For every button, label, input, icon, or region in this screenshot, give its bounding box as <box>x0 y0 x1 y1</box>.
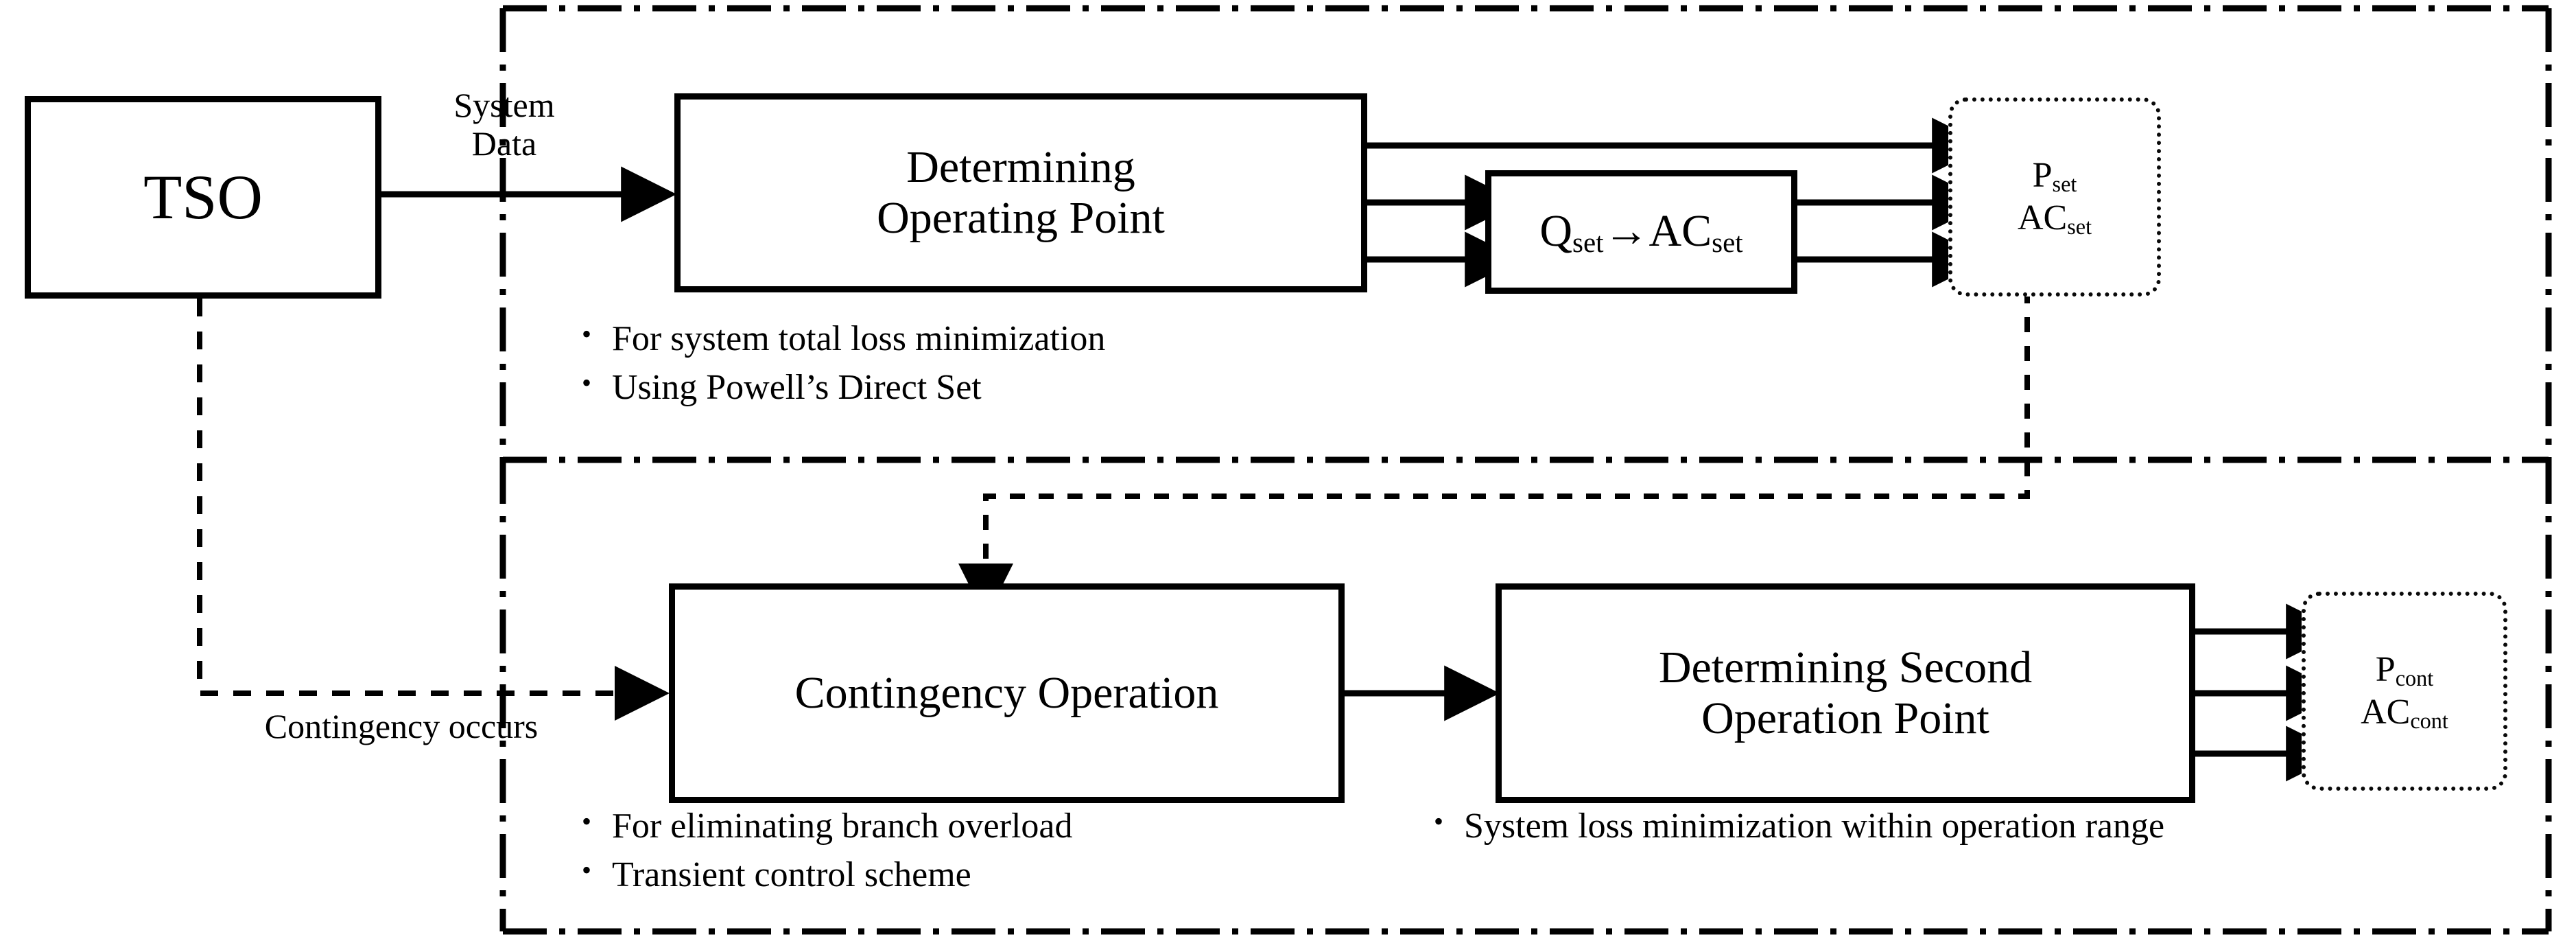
bullets-lower-left: • For eliminating branch overload • Tran… <box>582 804 1439 903</box>
bullets-lower-right: • System loss minimization within operat… <box>1434 804 2243 853</box>
dsop-line2: Operation Point <box>1701 693 1989 743</box>
arrows-qset-to-pset <box>1792 174 1988 288</box>
qset-arrow-glyph: → <box>1603 205 1649 256</box>
node-contingency-operation[interactable]: Contingency Operation <box>669 583 1345 803</box>
arrow-contingency-occurs <box>197 299 670 721</box>
node-determining-operating-point-label: Determining Operating Point <box>877 142 1165 244</box>
accont-sub: cont <box>2410 708 2448 734</box>
dop-line2: Operating Point <box>877 193 1165 243</box>
system-data-line2: Data <box>471 124 537 163</box>
acset-sub: set <box>1712 227 1743 258</box>
bullet-item: • Transient control scheme <box>582 853 1439 896</box>
bullet-text: Using Powell’s Direct Set <box>612 368 982 408</box>
pcont-main: P <box>2375 649 2396 689</box>
bullets-upper: • For system total loss minimization • U… <box>582 317 1474 415</box>
bullet-item: • For eliminating branch overload <box>582 804 1439 848</box>
bullet-item: • Using Powell’s Direct Set <box>582 366 1474 409</box>
edge-label-system-data: System Data <box>412 86 597 163</box>
node-tso[interactable]: TSO <box>25 96 381 299</box>
node-determining-operating-point[interactable]: Determining Operating Point <box>674 93 1367 292</box>
acset-prefix: AC <box>1649 205 1712 256</box>
qset-sub: set <box>1572 227 1604 258</box>
bullet-marker-icon: • <box>582 367 592 399</box>
edge-label-contingency-occurs: Contingency occurs <box>189 707 614 745</box>
node-tso-label: TSO <box>143 161 263 232</box>
bullet-marker-icon: • <box>582 806 592 837</box>
node-qset-to-acset[interactable]: Qset→ACset <box>1485 170 1797 294</box>
node-pset-acset[interactable]: Pset ACset <box>1948 97 2161 297</box>
pset-main: P <box>2032 155 2053 195</box>
upper-region-boundary <box>499 5 2552 463</box>
bullet-item: • For system total loss minimization <box>582 317 1474 360</box>
node-pcont-accont[interactable]: Pcont ACcont <box>2302 592 2507 791</box>
system-data-line1: System <box>453 86 555 124</box>
bullet-item: • System loss minimization within operat… <box>1434 804 2243 848</box>
arrows-operating-point-outputs <box>1365 117 1988 288</box>
node-qset-to-acset-label: Qset→ACset <box>1539 206 1742 259</box>
bullet-marker-icon: • <box>1434 806 1444 837</box>
dsop-line1: Determining Second <box>1658 642 2033 693</box>
node-determining-second-operation-point-label: Determining Second Operation Point <box>1659 642 2032 744</box>
dop-line1: Determining <box>906 142 1135 193</box>
pset-sub: set <box>2052 171 2077 196</box>
accont-main: AC <box>2361 693 2411 732</box>
bullet-text: For system total loss minimization <box>612 319 1106 358</box>
bullet-text: System loss minimization within operatio… <box>1464 806 2165 846</box>
bullet-marker-icon: • <box>582 318 592 349</box>
arrows-second-point-outputs <box>2195 603 2342 782</box>
pcont-sub: cont <box>2395 665 2434 690</box>
contingency-occurs-text: Contingency occurs <box>264 707 539 745</box>
qset-prefix: Q <box>1539 205 1573 256</box>
node-contingency-operation-label: Contingency Operation <box>794 668 1219 719</box>
node-pcont-accont-label: Pcont ACcont <box>2361 649 2448 734</box>
node-pset-acset-label: Pset ACset <box>2018 154 2092 240</box>
bullet-text: Transient control scheme <box>612 855 971 895</box>
bullet-text: For eliminating branch overload <box>612 806 1073 846</box>
bullet-marker-icon: • <box>582 855 592 886</box>
feedback-pset-to-contingency <box>958 288 2030 618</box>
node-determining-second-operation-point[interactable]: Determining Second Operation Point <box>1496 583 2195 803</box>
acset-sub2: set <box>2067 214 2092 240</box>
acset-main: AC <box>2017 198 2068 237</box>
